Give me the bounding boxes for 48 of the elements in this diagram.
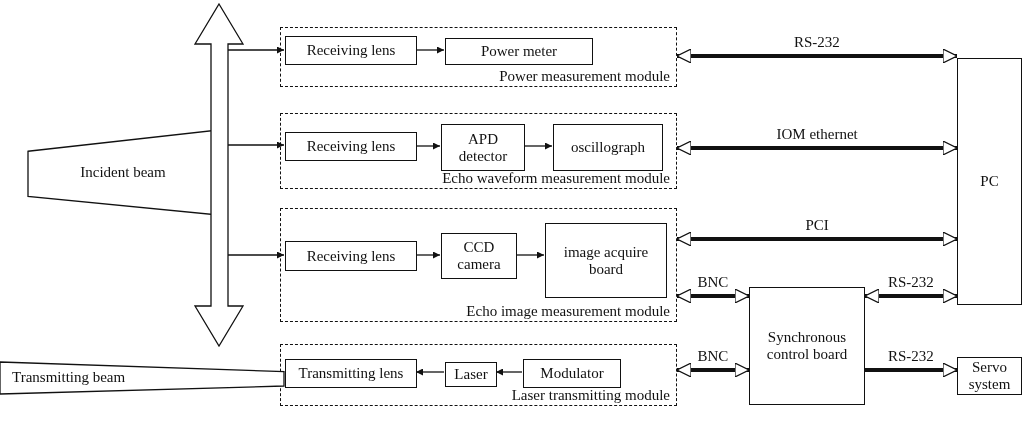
module-title: Echo image measurement module — [466, 303, 670, 320]
beam-label: Transmitting beam — [12, 369, 126, 386]
edge-label: RS-232 — [886, 348, 936, 364]
edge-label: BNC — [695, 348, 731, 364]
edge-label: RS-232 — [792, 34, 842, 50]
process-box: Synchronous control board — [749, 287, 865, 405]
process-box: Power meter — [445, 38, 593, 65]
edge-label: BNC — [695, 274, 731, 290]
process-box: APD detector — [441, 124, 525, 171]
double-arrow — [865, 362, 958, 378]
double-arrow — [676, 140, 958, 156]
process-box: PC — [957, 58, 1022, 305]
arrow — [415, 46, 445, 54]
module-frame — [280, 113, 677, 189]
arrow — [415, 142, 441, 150]
edge-label: IOM ethernet — [774, 126, 860, 142]
process-box: Receiving lens — [285, 241, 417, 271]
process-box: Transmitting lens — [285, 359, 417, 388]
module-frame — [280, 208, 677, 322]
double-arrow — [676, 48, 958, 64]
arrow — [523, 142, 553, 150]
arrow — [227, 251, 285, 259]
process-box: Receiving lens — [285, 132, 417, 161]
process-box: Modulator — [523, 359, 621, 388]
process-box: oscillograph — [553, 124, 663, 171]
process-box: Receiving lens — [285, 36, 417, 65]
arrow — [415, 368, 445, 376]
double-arrow — [864, 288, 958, 304]
module-title: Echo waveform measurement module — [442, 170, 670, 187]
arrow — [515, 251, 545, 259]
process-box: image acquire board — [545, 223, 667, 298]
process-box: Servo system — [957, 357, 1022, 395]
arrow — [227, 46, 285, 54]
module-frame — [280, 27, 677, 87]
double-arrow — [676, 288, 750, 304]
edge-label: RS-232 — [886, 274, 936, 290]
edge-label: PCI — [803, 217, 831, 233]
module-frame — [280, 344, 677, 406]
double-arrow — [676, 362, 750, 378]
arrow — [495, 368, 523, 376]
module-title: Laser transmitting module — [511, 387, 670, 404]
beam-label: Incident beam — [79, 163, 167, 181]
arrow — [415, 251, 441, 259]
module-title: Power measurement module — [499, 68, 670, 85]
arrow — [227, 141, 285, 149]
double-arrow — [676, 231, 958, 247]
process-box: Laser — [445, 362, 497, 387]
process-box: CCD camera — [441, 233, 517, 279]
